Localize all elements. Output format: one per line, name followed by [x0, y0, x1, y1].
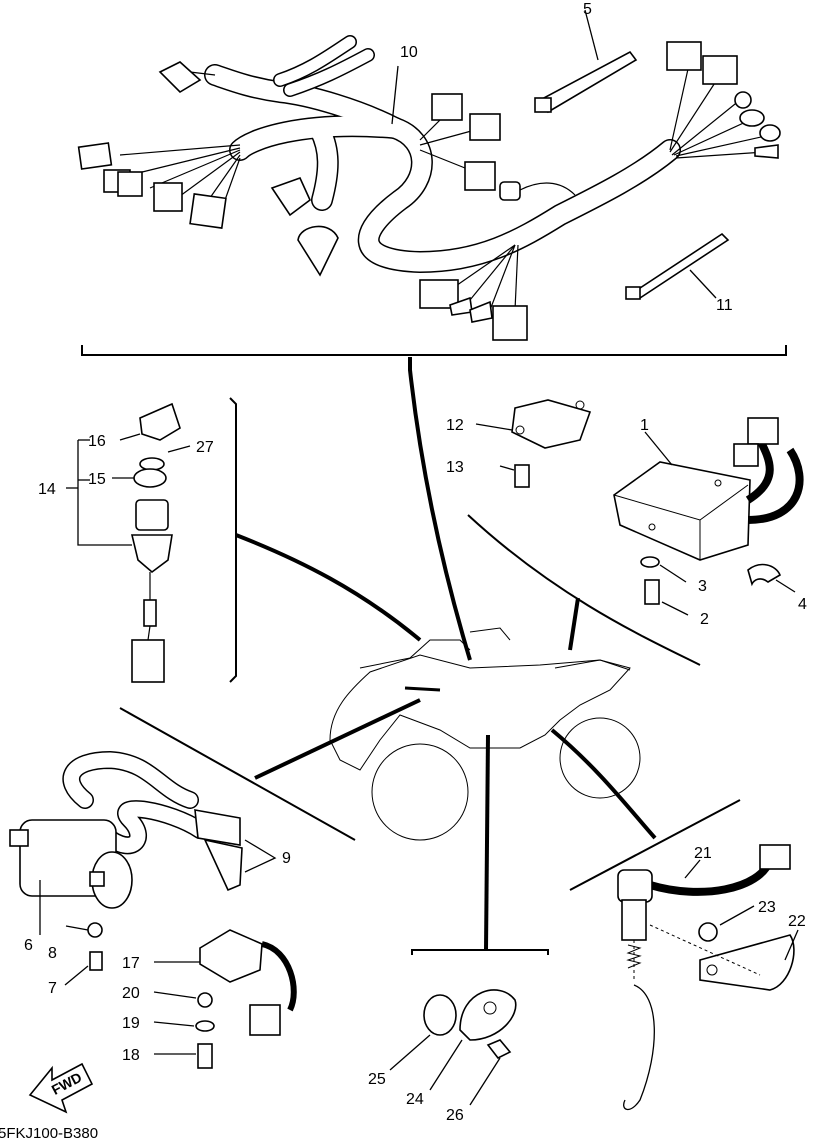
label-22: 22 — [788, 913, 806, 930]
label-12: 12 — [446, 417, 464, 434]
label-10: 10 — [400, 44, 418, 61]
relay-12 — [475, 399, 592, 488]
label-2: 2 — [700, 611, 709, 628]
label-3: 3 — [698, 578, 707, 595]
label-21: 21 — [694, 845, 712, 862]
label-4: 4 — [798, 596, 807, 613]
label-5: 5 — [583, 1, 592, 18]
label-20: 20 — [122, 985, 140, 1002]
brake-switch — [617, 844, 799, 1111]
drawing-code: 5FKJ100-B380 — [0, 1125, 98, 1139]
cable-tie-11 — [625, 232, 730, 300]
fwd-arrow-icon: FWD — [28, 1062, 94, 1114]
label-11: 11 — [716, 297, 733, 314]
label-15: 15 — [88, 471, 106, 488]
label-25: 25 — [368, 1071, 386, 1088]
label-23: 23 — [758, 899, 776, 916]
label-27: 27 — [196, 439, 214, 456]
cdi-unit-1 — [613, 417, 804, 616]
resistor-17 — [153, 929, 297, 1069]
wire-harness — [77, 35, 781, 341]
ignition-switch — [66, 402, 191, 683]
atv-outline — [329, 627, 641, 841]
label-9: 9 — [282, 850, 291, 867]
label-24: 24 — [406, 1091, 424, 1108]
label-19: 19 — [122, 1015, 140, 1032]
label-26: 26 — [446, 1107, 464, 1124]
label-8: 8 — [48, 945, 57, 962]
label-13: 13 — [446, 459, 464, 476]
label-7: 7 — [48, 980, 57, 997]
label-6: 6 — [24, 937, 33, 954]
label-17: 17 — [122, 955, 140, 972]
label-16: 16 — [88, 433, 106, 450]
cable-tie-5 — [534, 9, 638, 114]
ignition-coil — [9, 751, 277, 986]
label-1: 1 — [640, 417, 649, 434]
part-number-labels: 1 2 3 4 5 6 7 8 9 10 11 12 13 14 15 16 1… — [24, 1, 807, 1124]
neutral-switch — [389, 989, 517, 1106]
label-14: 14 — [38, 481, 56, 498]
label-18: 18 — [122, 1047, 140, 1064]
